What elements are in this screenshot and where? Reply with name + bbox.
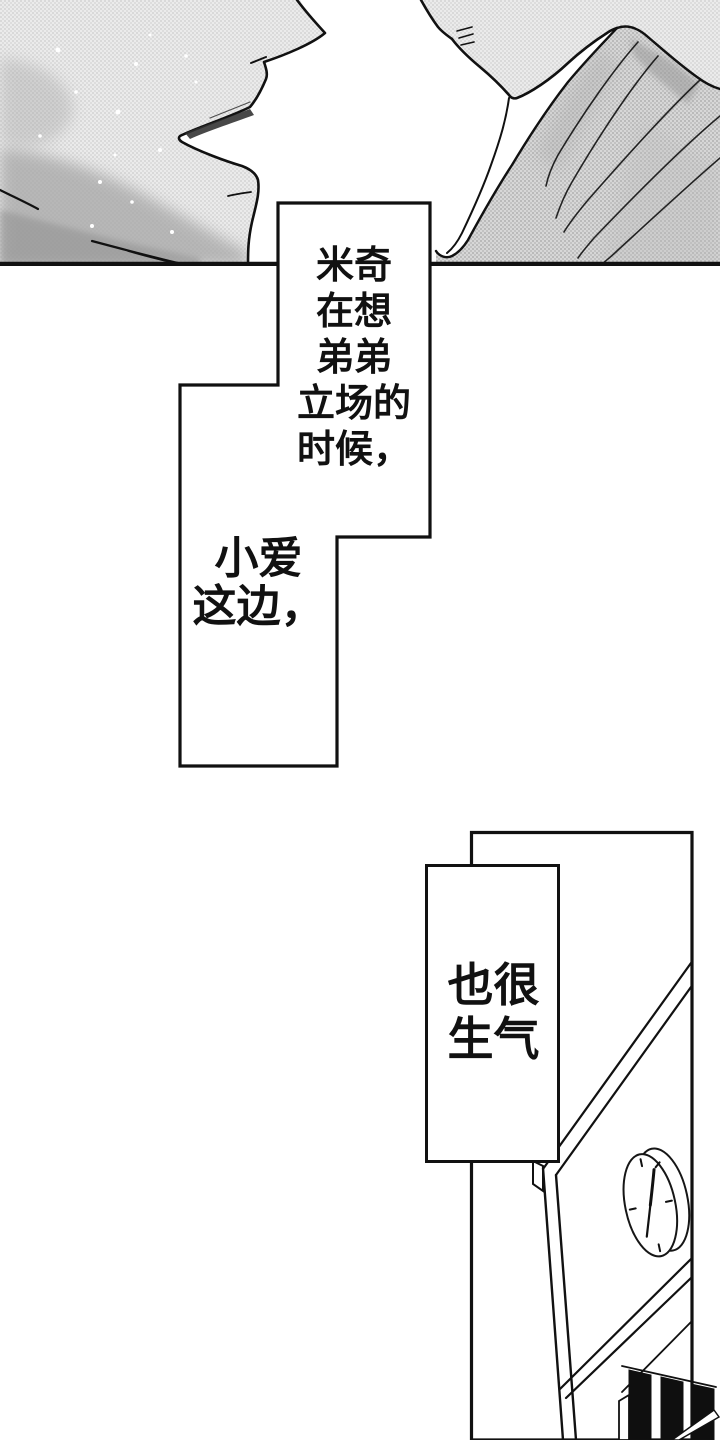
robe-folds <box>545 41 720 266</box>
background-gap <box>178 0 618 266</box>
shade-bottom-dark <box>0 210 200 266</box>
clock-face <box>622 1147 691 1258</box>
minute-hand <box>648 1168 656 1207</box>
face-left <box>0 0 327 266</box>
speech-bubble-3-shape <box>425 864 560 1163</box>
pendulum-rod <box>670 1408 720 1440</box>
shade-cloud <box>0 58 73 147</box>
grandfather-clock-illustration <box>532 961 720 1440</box>
speech-bubble-merged-shape <box>178 201 432 768</box>
sparkles <box>38 33 198 234</box>
face-right <box>419 0 720 266</box>
hour-hand <box>645 1204 652 1238</box>
robe <box>436 26 720 266</box>
panel-top-artwork <box>0 0 720 266</box>
clock-window <box>618 1365 720 1440</box>
